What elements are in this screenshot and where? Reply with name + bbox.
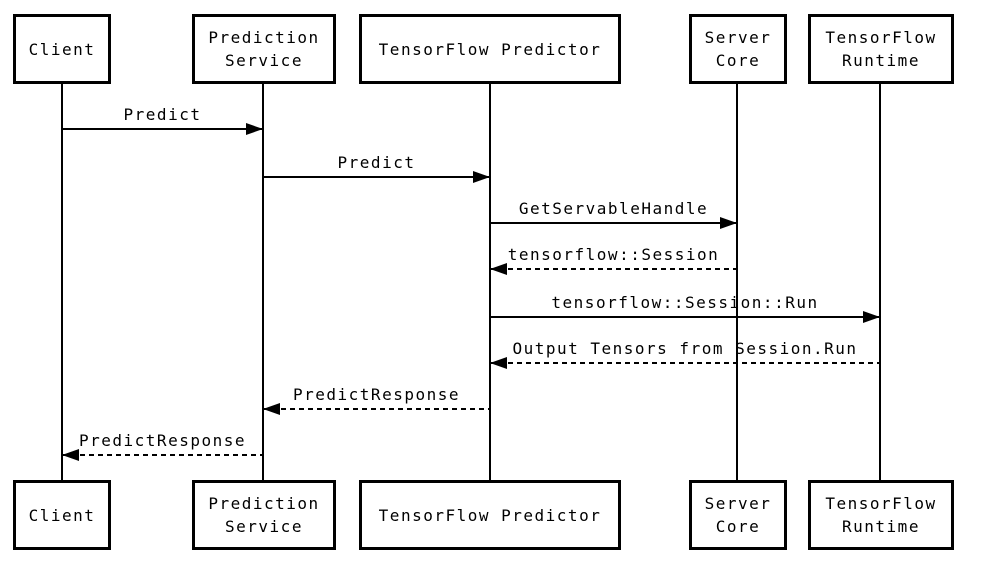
message-predictresponse-to-client: PredictResponse [62, 431, 263, 461]
actor-label-server-core: Server Core [704, 494, 772, 536]
actor-box-server-core-top: Server Core [689, 14, 787, 84]
message-label: Predict [123, 105, 202, 124]
actor-label-client: Client [28, 39, 96, 59]
arrowhead-right-icon [246, 123, 263, 135]
actor-box-tensorflow-predictor-top: TensorFlow Predictor [359, 14, 621, 84]
arrowhead-right-icon [720, 217, 737, 229]
lifeline-prediction-service [262, 83, 264, 481]
arrowhead-right-icon [473, 171, 490, 183]
message-tensorflow-session-run: tensorflow::Session::Run [490, 293, 880, 323]
arrowhead-left-icon [490, 357, 507, 369]
arrowhead-right-icon [863, 311, 880, 323]
message-predict-prediction-service-to-tensorflow-predictor: Predict [263, 153, 490, 183]
actor-label-prediction-service: Prediction Service [208, 494, 320, 536]
message-label: GetServableHandle [518, 199, 709, 218]
message-label: tensorflow::Session::Run [551, 293, 819, 312]
actor-box-server-core-bottom: Server Core [689, 480, 787, 550]
actor-box-tensorflow-predictor-bottom: TensorFlow Predictor [359, 480, 621, 550]
actor-label-tensorflow-predictor: TensorFlow Predictor [378, 505, 602, 525]
message-label: PredictResponse [293, 385, 460, 404]
arrowhead-left-icon [490, 263, 507, 275]
message-label: Predict [337, 153, 416, 172]
actor-label-tensorflow-runtime: TensorFlow Runtime [825, 28, 937, 70]
actor-box-client-bottom: Client [13, 480, 111, 550]
lifeline-client [61, 83, 63, 481]
actor-box-client-top: Client [13, 14, 111, 84]
actor-box-tensorflow-runtime-top: TensorFlow Runtime [808, 14, 954, 84]
actor-label-tensorflow-runtime: TensorFlow Runtime [825, 494, 937, 536]
message-tensorflow-session-return: tensorflow::Session [490, 245, 737, 275]
message-predictresponse-to-prediction-service: PredictResponse [263, 385, 490, 415]
actor-box-tensorflow-runtime-bottom: TensorFlow Runtime [808, 480, 954, 550]
arrowhead-left-icon [62, 449, 79, 461]
message-output-tensors-return: Output Tensors from Session.Run [490, 339, 880, 369]
actor-label-client: Client [28, 505, 96, 525]
actor-box-prediction-service-bottom: Prediction Service [192, 480, 336, 550]
actor-label-tensorflow-predictor: TensorFlow Predictor [378, 39, 602, 59]
message-label: Output Tensors from Session.Run [512, 339, 858, 358]
actor-box-prediction-service-top: Prediction Service [192, 14, 336, 84]
actor-label-prediction-service: Prediction Service [208, 28, 320, 70]
arrowhead-left-icon [263, 403, 280, 415]
lifeline-server-core [736, 83, 738, 481]
message-label: tensorflow::Session [507, 245, 720, 264]
lifeline-tensorflow-predictor [489, 83, 491, 481]
message-getservablehandle: GetServableHandle [490, 199, 737, 229]
message-label: PredictResponse [79, 431, 246, 450]
message-predict-client-to-prediction-service: Predict [62, 105, 263, 135]
actor-label-server-core: Server Core [704, 28, 772, 70]
lifeline-tensorflow-runtime [879, 83, 881, 481]
